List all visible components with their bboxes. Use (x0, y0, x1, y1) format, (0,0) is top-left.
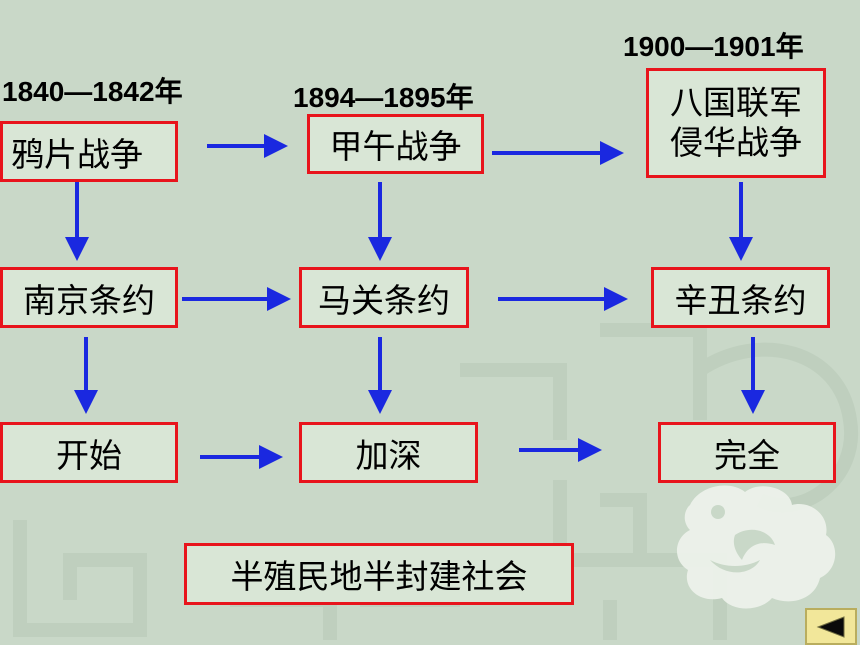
back-triangle-icon (816, 615, 845, 638)
box-treaty-nanjing: 南京条约 (0, 267, 178, 328)
back-nav-button[interactable] (805, 608, 857, 645)
box-stage-begin: 开始 (0, 422, 178, 483)
year-jiawu-war: 1894—1895年 (293, 82, 474, 113)
eight-nation-line2: 侵华战争 (670, 123, 802, 162)
box-jiawu-war: 甲午战争 (307, 114, 484, 174)
year-opium-war: 1840—1842年 (2, 76, 183, 107)
box-eight-nation-war: 八国联军 侵华战争 (646, 68, 826, 178)
box-treaty-maguan: 马关条约 (299, 267, 469, 328)
box-stage-complete: 完全 (658, 422, 836, 483)
box-opium-war: 鸦片战争 (0, 121, 178, 182)
eight-nation-line1: 八国联军 (670, 83, 802, 122)
box-treaty-xinchou: 辛丑条约 (651, 267, 830, 328)
box-stage-deepen: 加深 (299, 422, 478, 483)
year-boxer-war: 1900—1901年 (623, 31, 804, 62)
box-conclusion: 半殖民地半封建社会 (184, 543, 574, 605)
